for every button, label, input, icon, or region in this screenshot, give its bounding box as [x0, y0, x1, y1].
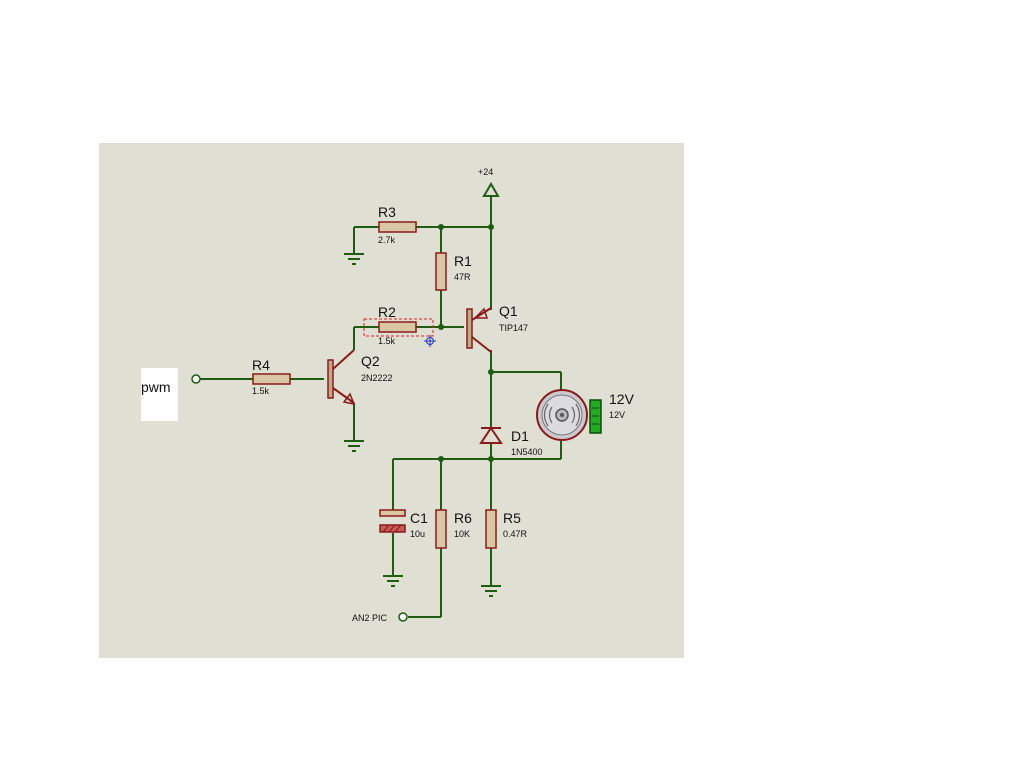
motor-arc-icon	[548, 406, 553, 424]
svg-text:D1: D1	[511, 428, 529, 444]
junction-dots	[438, 224, 494, 462]
svg-text:Q2: Q2	[361, 353, 380, 369]
svg-text:0.47R: 0.47R	[503, 529, 528, 539]
dc-motor[interactable]: 12V 12V	[536, 389, 635, 441]
motor-value: 12V	[609, 410, 625, 420]
pwm-label-box	[141, 368, 178, 421]
resistor-r4[interactable]: R4 1.5k	[252, 357, 291, 396]
svg-text:TIP147: TIP147	[499, 323, 528, 333]
resistor-r5[interactable]: R5 0.47R	[485, 509, 528, 549]
svg-text:R6: R6	[454, 510, 472, 526]
transistor-q2[interactable]: Q2 2N2222	[327, 349, 393, 406]
svg-text:10K: 10K	[454, 529, 470, 539]
svg-text:Q1: Q1	[499, 303, 518, 319]
capacitor-c1[interactable]: C1 10u	[379, 509, 428, 539]
svg-text:C1: C1	[410, 510, 428, 526]
svg-text:47R: 47R	[454, 272, 471, 282]
ground-symbols	[344, 253, 501, 597]
svg-text:R5: R5	[503, 510, 521, 526]
svg-text:2N2222: 2N2222	[361, 373, 393, 383]
transistor-q1[interactable]: Q1 TIP147	[466, 303, 528, 353]
svg-text:10u: 10u	[410, 529, 425, 539]
svg-text:1.5k: 1.5k	[252, 386, 270, 396]
motor-ref: 12V	[609, 391, 635, 407]
crosshair-cursor-icon	[424, 335, 436, 347]
selection-box	[363, 318, 434, 337]
svg-text:1.5k: 1.5k	[378, 336, 396, 346]
power-terminal[interactable]: +24	[478, 167, 500, 197]
svg-text:R2: R2	[378, 304, 396, 320]
diode-d1[interactable]: D1 1N5400	[479, 426, 543, 457]
pwm-terminal[interactable]: pwm	[141, 368, 201, 421]
wires	[200, 196, 562, 618]
resistor-r2[interactable]: R2 1.5k	[363, 304, 436, 347]
svg-text:R3: R3	[378, 204, 396, 220]
an2-label: AN2 PIC	[352, 613, 388, 623]
an2-terminal[interactable]: AN2 PIC	[352, 612, 408, 623]
svg-text:1N5400: 1N5400	[511, 447, 543, 457]
resistor-r6[interactable]: R6 10K	[435, 509, 472, 549]
svg-text:R1: R1	[454, 253, 472, 269]
resistor-r1[interactable]: R1 47R	[435, 252, 472, 291]
power-label: +24	[478, 167, 493, 177]
svg-text:2.7k: 2.7k	[378, 235, 396, 245]
pwm-label: pwm	[141, 379, 171, 395]
svg-text:R4: R4	[252, 357, 270, 373]
resistor-r3[interactable]: R3 2.7k	[378, 204, 417, 245]
